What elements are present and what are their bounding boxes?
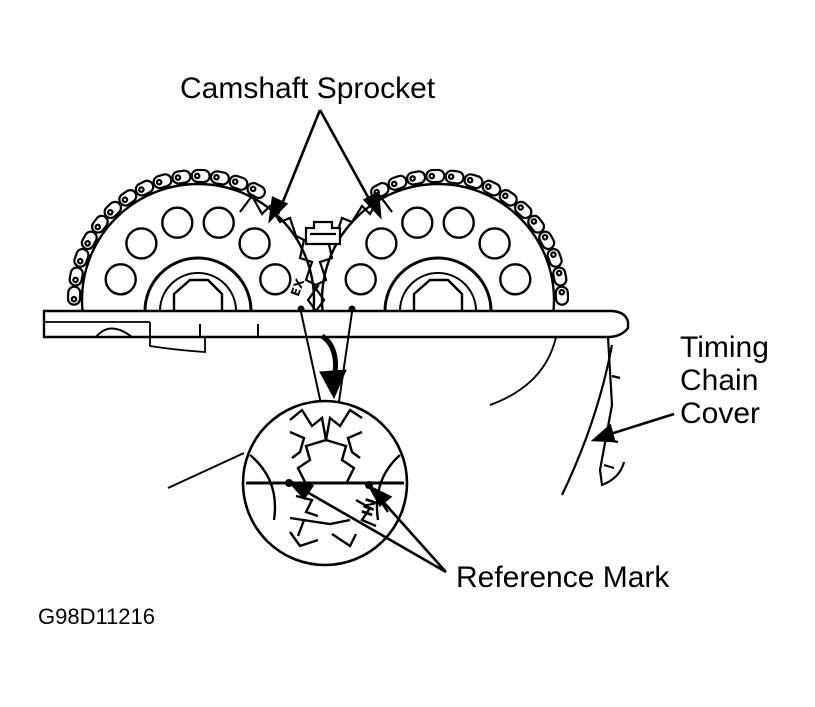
chain-link bbox=[134, 179, 155, 197]
chain-link bbox=[406, 170, 427, 186]
chain-link bbox=[463, 173, 484, 190]
center-gear-teeth bbox=[239, 193, 393, 312]
chain-link bbox=[73, 247, 90, 268]
right-sprocket-holes bbox=[344, 206, 532, 296]
chain-link bbox=[190, 168, 211, 184]
chain-link bbox=[118, 189, 138, 207]
sprocket-hole bbox=[104, 263, 137, 296]
camshaft-sprocket-label: Camshaft Sprocket bbox=[180, 72, 436, 105]
sprocket-hole bbox=[259, 263, 292, 296]
chain-link bbox=[228, 174, 249, 191]
timing-chain-cover-label-line: Chain bbox=[680, 364, 759, 397]
timing-chain-cover-label: Timing Chain Cover bbox=[680, 331, 769, 430]
ex-mark-label: EX bbox=[288, 276, 307, 298]
sprocket-hole bbox=[478, 227, 511, 260]
sprocket-hole bbox=[401, 206, 434, 239]
chain-link bbox=[171, 169, 192, 185]
sprocket-hole bbox=[365, 227, 398, 260]
chain-link bbox=[481, 179, 502, 197]
chain-link bbox=[425, 168, 446, 184]
chain-link bbox=[68, 266, 84, 287]
chain-link bbox=[554, 285, 570, 306]
timing-chain-cover-outline bbox=[561, 336, 626, 496]
chain-link bbox=[387, 174, 408, 191]
chain-link bbox=[80, 230, 98, 251]
detail-in-mark: IN bbox=[358, 496, 381, 519]
right-camshaft-sprocket bbox=[320, 182, 556, 311]
chain-link bbox=[90, 214, 109, 234]
sprocket-hole bbox=[238, 227, 271, 260]
sprocket-hole bbox=[442, 206, 475, 239]
chain-link bbox=[527, 214, 546, 234]
timing-chain-cover-label-line: Cover bbox=[680, 397, 761, 430]
chain-link bbox=[538, 230, 556, 251]
annotation-arrows bbox=[268, 109, 675, 574]
cylinder-head bbox=[42, 309, 630, 406]
sprocket-hole bbox=[344, 263, 377, 296]
chain-link bbox=[246, 181, 266, 200]
timing-chain-cover-label-line: Timing bbox=[680, 331, 769, 364]
chain-link bbox=[546, 247, 563, 268]
sprocket-hole bbox=[202, 206, 235, 239]
timing-chain bbox=[66, 168, 570, 306]
chain-link bbox=[552, 266, 568, 287]
left-camshaft-sprocket bbox=[80, 182, 316, 311]
chain-link bbox=[513, 200, 533, 220]
sprocket-hole bbox=[161, 206, 194, 239]
chain-link bbox=[444, 169, 465, 185]
sprocket-hole bbox=[499, 263, 532, 296]
sprocket-hole bbox=[125, 227, 158, 260]
chain-link bbox=[103, 200, 123, 220]
chain-link bbox=[66, 285, 82, 306]
reference-mark-detail-view: IN bbox=[241, 399, 409, 567]
figure-code: G98D11216 bbox=[38, 604, 156, 629]
detail-arrow bbox=[319, 333, 347, 400]
chain-link bbox=[209, 170, 230, 186]
left-sprocket-holes bbox=[104, 206, 292, 296]
chain-link bbox=[498, 189, 518, 207]
chain-link bbox=[152, 173, 173, 190]
reference-mark-label: Reference Mark bbox=[456, 561, 670, 594]
